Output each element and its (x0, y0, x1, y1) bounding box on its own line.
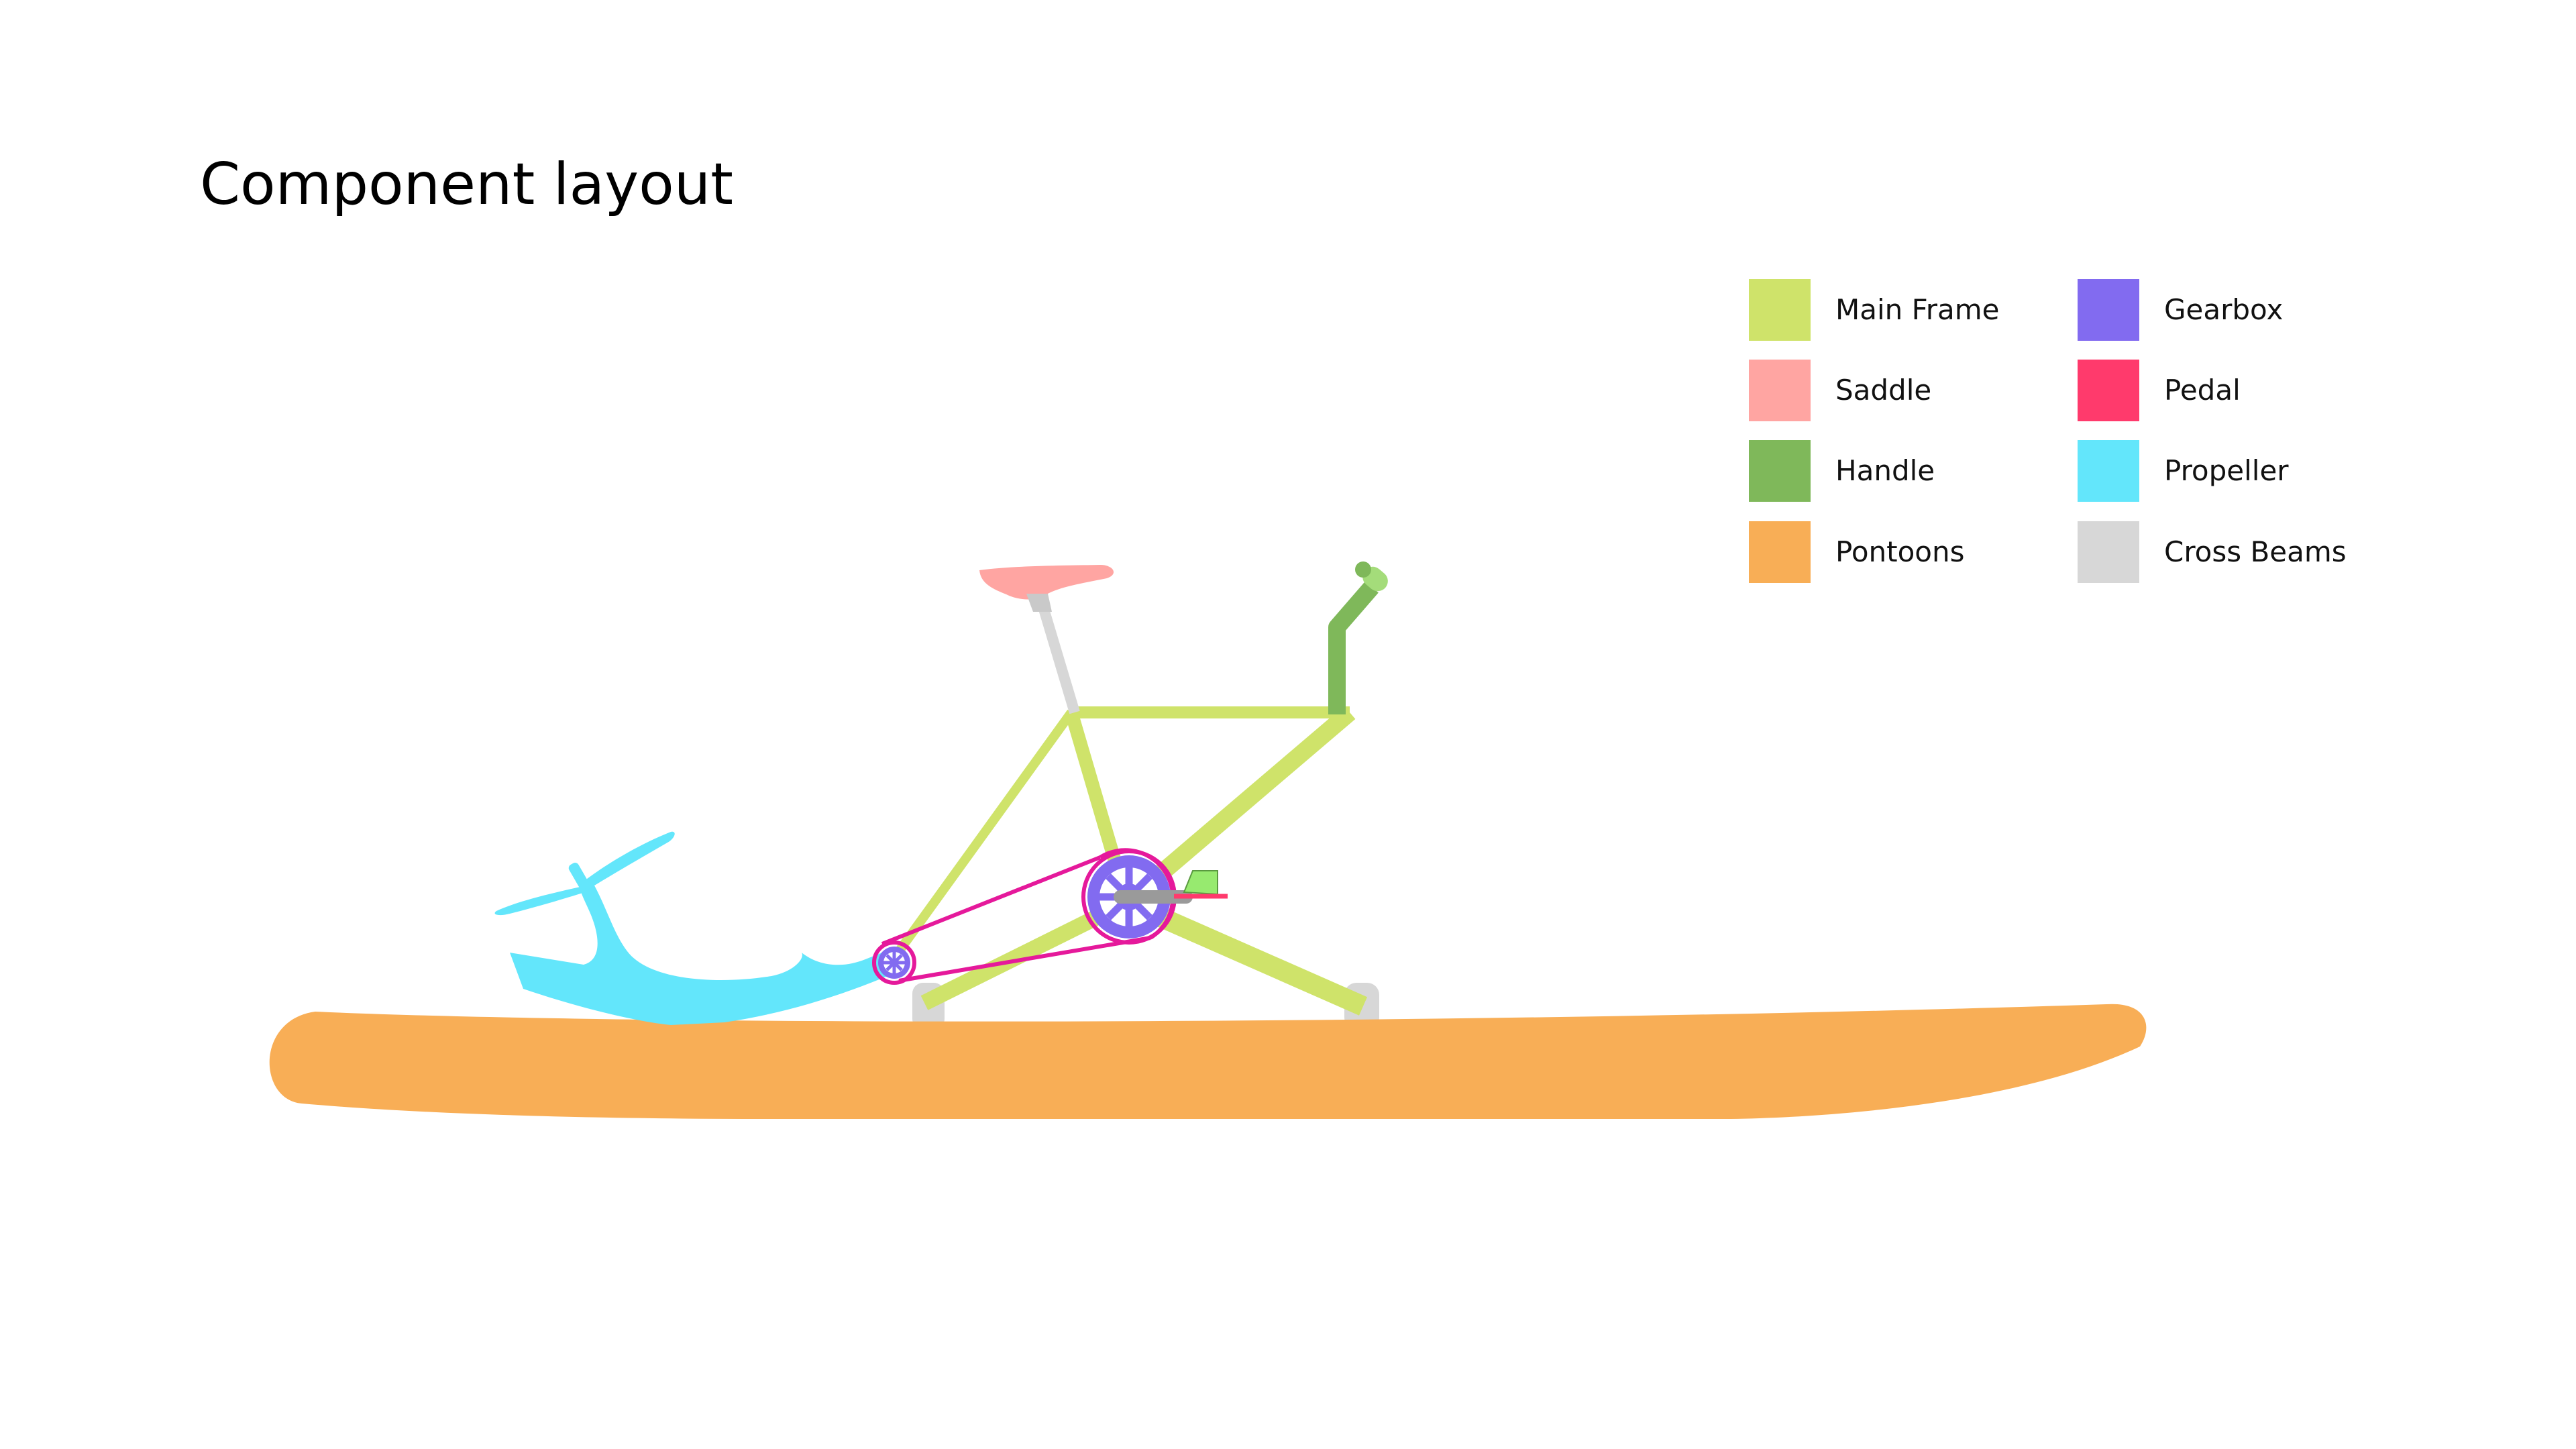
main-frame-swatch (1749, 279, 1811, 341)
page-title: Component layout (200, 151, 733, 218)
handle-swatch (1749, 440, 1811, 502)
propeller-blade-upper (578, 831, 675, 892)
chain-upper (881, 855, 1102, 946)
rear-sprocket-outline (872, 941, 916, 985)
propeller-arm (510, 879, 892, 1025)
legend-label: Pedal (2164, 374, 2241, 407)
legend-label: Pontoons (1835, 535, 1965, 568)
legend: Main Frame Saddle Handle Pontoons Gearbo… (1749, 279, 2420, 588)
handle-knob (1355, 561, 1371, 578)
legend-item-propeller: Propeller (2078, 440, 2400, 502)
chain-lower (898, 936, 1151, 983)
legend-item-handle: Handle (1749, 440, 2071, 502)
frame-seat-stay (892, 709, 1075, 959)
pontoon (269, 1004, 2147, 1119)
seat-post (1036, 600, 1080, 714)
frame-chain-stay (920, 895, 1131, 1010)
cross-beams-swatch (2078, 521, 2139, 583)
propeller-swatch (2078, 440, 2139, 502)
gearbox-swatch (2078, 279, 2139, 341)
saddle-clamp (1026, 594, 1052, 612)
legend-label: Saddle (1835, 374, 1932, 407)
rear-sprocket (872, 941, 916, 985)
propeller-blade-lower (494, 887, 585, 916)
legend-label: Gearbox (2164, 293, 2284, 326)
handle-stem (1328, 581, 1379, 714)
legend-label: Propeller (2164, 454, 2289, 487)
saddle-assembly (979, 565, 1114, 714)
legend-item-main-frame: Main Frame (1749, 279, 2071, 341)
legend-item-pontoons: Pontoons (1749, 521, 2071, 583)
pontoons-swatch (1749, 521, 1811, 583)
pedal-assembly (1114, 870, 1228, 904)
legend-label: Cross Beams (2164, 535, 2347, 568)
legend-label: Handle (1835, 454, 1935, 487)
rear-sprocket-hub (890, 959, 898, 967)
pedal-foot (1183, 870, 1218, 896)
legend-item-cross-beams: Cross Beams (2078, 521, 2400, 583)
crank-arm (1114, 890, 1193, 904)
legend-label: Main Frame (1835, 293, 2000, 326)
saddle (979, 565, 1114, 600)
handle (1328, 561, 1388, 714)
legend-item-pedal: Pedal (2078, 360, 2400, 421)
propeller-hub (568, 863, 590, 890)
legend-item-gearbox: Gearbox (2078, 279, 2400, 341)
saddle-swatch (1749, 360, 1811, 421)
pedal-swatch (2078, 360, 2139, 421)
propeller (494, 831, 892, 1025)
legend-item-saddle: Saddle (1749, 360, 2071, 421)
